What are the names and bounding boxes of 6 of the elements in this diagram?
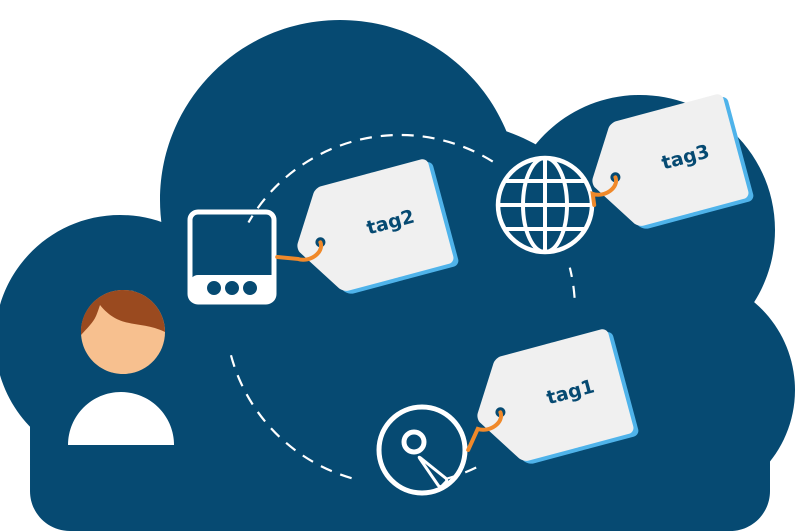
- hard-disk-icon: [376, 404, 468, 496]
- tag-string: [466, 410, 504, 452]
- tablet-icon: [188, 210, 276, 304]
- globe-icon: [496, 156, 594, 254]
- tag-string: [590, 175, 618, 207]
- tag-string: [275, 240, 324, 262]
